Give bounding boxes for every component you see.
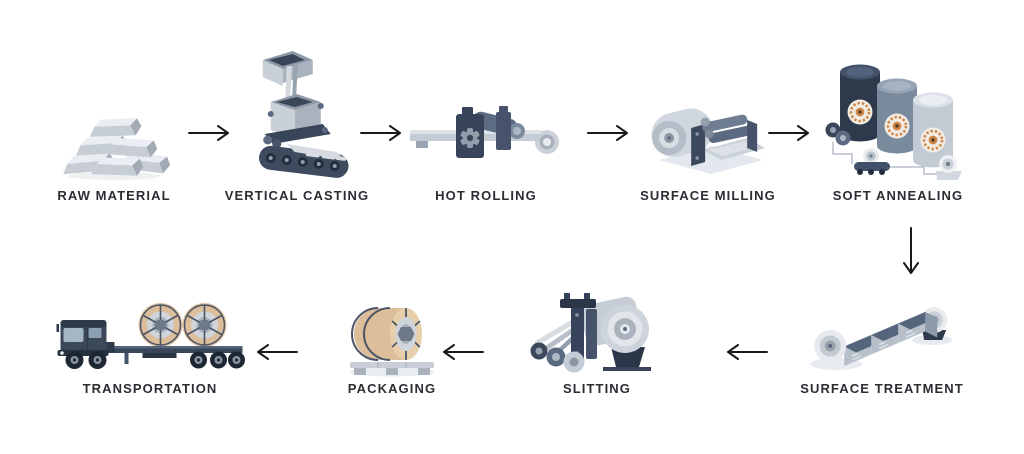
- step-surface-milling: SURFACE MILLING: [640, 90, 776, 203]
- step-raw-material: RAW MATERIAL: [57, 96, 170, 203]
- step-label: HOT ROLLING: [435, 188, 537, 203]
- coil-front: [138, 303, 183, 347]
- soft-annealing-icon: [824, 64, 972, 186]
- step-label: VERTICAL CASTING: [224, 188, 370, 203]
- arrow-down-icon: [902, 226, 920, 281]
- step-transportation: TRANSPORTATION: [53, 300, 248, 396]
- arrow-right-icon: [586, 124, 630, 147]
- coil-back: [182, 303, 227, 347]
- arrow-left-icon: [255, 343, 299, 366]
- packaging-icon: [342, 298, 442, 378]
- surface-treatment-icon: [805, 286, 960, 378]
- step-hot-rolling: HOT ROLLING: [406, 104, 566, 203]
- slitting-icon: [527, 291, 667, 379]
- step-label: RAW MATERIAL: [57, 188, 171, 203]
- hot-rolling-icon: [406, 104, 566, 168]
- step-label: TRANSPORTATION: [82, 381, 218, 396]
- tanks: [844, 312, 938, 366]
- step-packaging: PACKAGING: [342, 298, 442, 396]
- step-label: SOFT ANNEALING: [832, 188, 964, 203]
- step-surface-treatment: SURFACE TREATMENT: [800, 286, 964, 396]
- step-soft-annealing: SOFT ANNEALING: [824, 64, 972, 203]
- arrow-right-icon: [359, 124, 403, 147]
- surface-milling-icon: [645, 90, 770, 182]
- step-label: SURFACE TREATMENT: [800, 381, 964, 396]
- step-slitting: SLITTING: [527, 291, 667, 396]
- arrow-right-icon: [767, 124, 811, 147]
- arrow-left-icon: [441, 343, 485, 366]
- raw-material-icon: [58, 96, 170, 180]
- wheels: [65, 351, 245, 369]
- step-vertical-casting: VERTICAL CASTING: [225, 48, 369, 203]
- step-label: SURFACE MILLING: [640, 188, 776, 203]
- vertical-casting-icon: [241, 48, 353, 184]
- arrow-left-icon: [725, 343, 769, 366]
- step-label: SLITTING: [562, 381, 632, 396]
- transportation-icon: [53, 300, 248, 378]
- gear-icon: [460, 128, 480, 148]
- arrow-right-icon: [187, 124, 231, 147]
- step-label: PACKAGING: [347, 381, 437, 396]
